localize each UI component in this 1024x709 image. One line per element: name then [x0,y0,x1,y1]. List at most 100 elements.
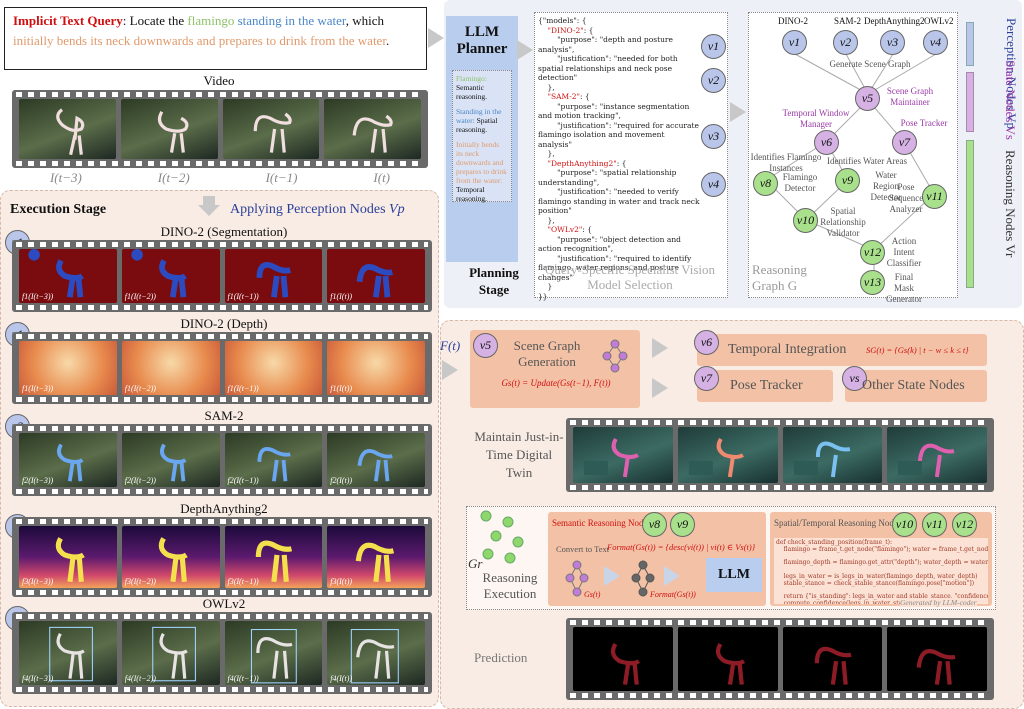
frame-label: f3(I(t−3)) [22,577,54,586]
gs-label: Gs(t) [584,590,601,599]
graph-node-v10: v10 [793,208,818,233]
prediction-title: Prediction [474,650,528,665]
twin-frame [887,427,987,483]
reasoning-graph-caption: Reasoning Graph G [752,262,807,293]
pose-title: Pose Tracker [730,378,803,393]
st-node-v10: v10 [892,512,917,537]
purple-graph-icon [565,560,589,597]
strip-title: DepthAnything2 [180,501,268,516]
vp-symbol: Vp [389,202,405,217]
code-line: flamingo_depth = flamingo.get_attr("dept… [783,559,988,567]
json-line: "purpose": "instance segmentation and mo… [538,101,692,121]
sam-frame: f2(I(t−1)) [224,433,323,487]
depth-frame: f1(I(t)) [327,341,425,395]
twin-node-vs: vs [842,366,867,391]
plan-node-v2: v2 [701,68,726,93]
frame-label: f2(I(t−2)) [124,476,156,485]
prediction-frame [782,627,883,691]
graph-node-v11: v11 [922,184,947,209]
perception-name: DepthAnything2 [864,16,925,26]
frame-label: f3(I(t−2)) [124,577,156,586]
json-line: } [538,282,553,291]
json-line: "OWLv2": { [547,225,592,234]
generated-by: Generated by LLM-coder [900,598,977,607]
video-frame [324,99,421,159]
v13-label: Final Mask Generator [886,272,922,304]
llm-planner-title: LLM Planner [456,24,508,57]
other-title: Other State Nodes [862,378,965,393]
da2-frame: f3(I(t)) [327,526,425,588]
strip-title-wrap: OWLv2 [10,596,438,612]
frame-label: f3(I(t−1)) [227,577,259,586]
generated-code: def check_standing_position(frame_t): fl… [774,538,988,604]
plan-node-v3: v3 [701,124,726,149]
strip-title-wrap: SAM-2 [10,408,438,424]
note-colored: Initially bends its neck downwards and p… [456,140,507,185]
v11-label: Pose Sequence Analyzer [888,182,924,214]
mini-graph-icon [602,339,628,373]
legend-labels: Perception Nodes Vp [980,18,1020,288]
frame-label: f1(I(t−1)) [227,384,259,393]
plan-node-v1: v1 [701,34,726,59]
strip-title-wrap: DINO-2 (Depth) [10,316,438,332]
semantic-label: Semantic Reasoning Nodes: [552,518,654,528]
graph-node-v4: v4 [923,30,948,55]
graph-node-v3: v3 [880,30,905,55]
maintain-twin-label: Maintain Just-in-Time Digital Twin [474,429,564,480]
frame-label: f1(I(t)) [330,384,353,393]
frame-label: f1(I(t−3)) [22,384,54,393]
twin-node-v5: v5 [473,333,498,358]
v9-label: Water Region Detector [870,170,902,202]
note-colored: Flamingo: [456,74,487,83]
video-frame [222,99,320,159]
scene-graph-title: Scene Graph Generation [513,338,581,369]
v8-top-label: Identifies Flamingo Instances [750,152,822,173]
json-line: "justification": "required for accurate … [538,120,699,149]
seg-frame: f1(I(t−3)) [19,249,117,303]
video-title: Video [203,73,235,88]
depth-frame: f1(I(t−3)) [19,341,117,395]
selection-caption: Query-Specific Specialist Vision Model S… [544,262,716,292]
code-line: return {"is_standing": legs_in_water and… [776,593,988,601]
strip-title: OWLv2 [202,596,246,611]
frame-label: f4(I(t−1)) [227,674,259,683]
json-model-name: "SAM-2" [547,92,580,101]
frame-label: f1(I(t−2)) [124,384,156,393]
twin-frame [782,427,883,483]
twin-frame [573,427,673,483]
pose-tracker-box [697,370,833,402]
st-node-v12: v12 [952,512,977,537]
json-line: "DINO-2": { [547,25,594,35]
temporal-integration-box [697,334,987,366]
json-line: {"models": { [538,16,587,25]
da2-frame: f3(I(t−1)) [224,526,323,588]
sam-frame: f2(I(t−3)) [19,433,117,487]
query-standing: standing in the water [234,13,346,28]
twin-node-v6: v6 [694,330,719,355]
json-line: "purpose": "object detection and action … [538,234,684,254]
video-filmstrip [12,90,428,168]
frame-label: f4(I(t−2)) [124,674,156,683]
json-line: }} [538,291,548,301]
query-prefix: : Locate the [122,13,188,28]
note-rest: Semantic reasoning. [456,83,488,101]
json-line: "justification": "required to identify f… [538,253,694,282]
json-line: }, [538,215,555,225]
format-small: Format(Gs(t)) [650,590,696,599]
strip-title-wrap: DepthAnything2 [10,501,438,517]
legend-perception: Perception Nodes Vp [1004,18,1019,129]
graph-node-v7: v7 [892,130,917,155]
down-arrow [198,196,220,216]
arrow-to-pose [652,378,668,398]
video-frame [120,99,218,159]
arrow-json-to-graph [730,102,746,122]
graph-node-v8: v8 [753,171,778,196]
json-model-name: "DepthAnything2" [547,158,617,168]
frame-label: f4(I(t)) [330,674,353,683]
seg-frame: f1(I(t−2)) [121,249,220,303]
strip-title: DINO-2 (Depth) [180,316,268,331]
arrow-planner-to-json [517,40,533,60]
f-t-label: F(t) [440,338,461,353]
owl-frame: f4(I(t−2)) [121,621,220,685]
json-line: "purpose": "spatial relationship underst… [538,168,679,187]
